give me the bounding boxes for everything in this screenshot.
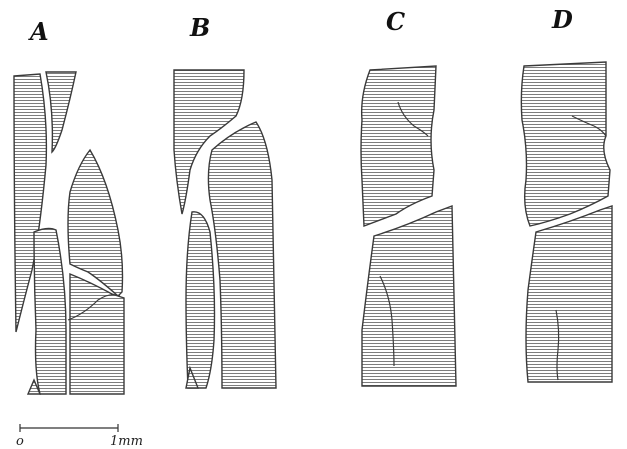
panel-c-fragment-bottom — [362, 206, 456, 386]
scale-bar: o 1mm — [16, 424, 143, 449]
panel-d-fragment-bottom — [526, 206, 612, 382]
panel-c-fragment-top — [361, 66, 436, 226]
panel-d-drawing — [521, 62, 612, 382]
panel-b-fragment-left-narrow — [186, 212, 215, 388]
panel-a-drawing — [14, 72, 124, 394]
panel-label-b: B — [189, 13, 210, 42]
panel-b-drawing — [174, 70, 276, 388]
panel-a-fragment-spindle — [68, 150, 123, 296]
panel-c-drawing — [361, 66, 456, 386]
panel-d-fragment-top — [521, 62, 610, 226]
panel-label-d: D — [551, 5, 573, 34]
panel-b-fragment-right-wide — [208, 122, 276, 388]
panel-a-fragment-tapered — [34, 228, 66, 394]
scale-bar-end-label: 1mm — [110, 434, 143, 449]
panel-label-a: A — [28, 17, 49, 46]
panel-label-c: C — [386, 7, 405, 36]
scale-bar-start-label: o — [16, 434, 24, 449]
panel-a-fragment-upper-right — [46, 72, 76, 152]
